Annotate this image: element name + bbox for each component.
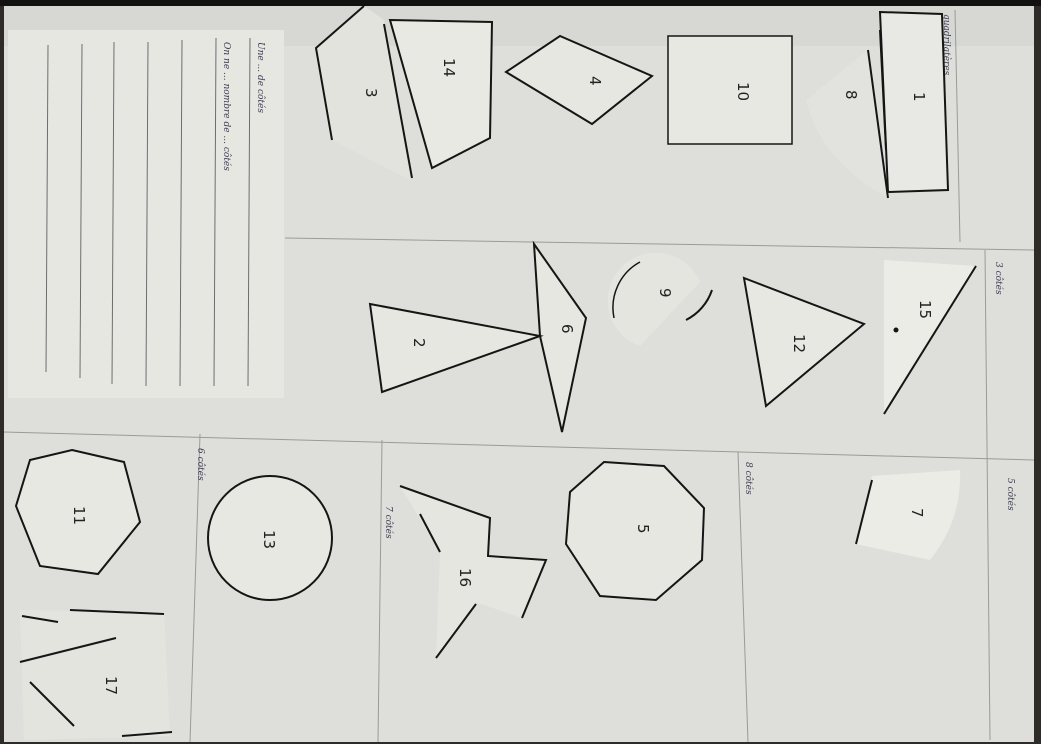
shape-17-number: 17 [102, 676, 120, 695]
shape-10 [668, 36, 792, 144]
shape-2-number: 2 [410, 338, 428, 348]
label-8-cotes: 8 côtés [743, 462, 754, 495]
shape-17 [20, 610, 170, 740]
shape-9-number: 9 [656, 288, 674, 298]
shape-14-number: 14 [440, 58, 458, 77]
top-edge [0, 0, 1041, 6]
note-line-1: Une ... de côtés [255, 42, 266, 113]
shape-1 [880, 12, 948, 192]
shape-11-number: 11 [70, 506, 88, 525]
shape-1-number: 1 [910, 92, 928, 102]
shape-5-number: 5 [634, 524, 652, 534]
shape-15-number: 15 [916, 300, 934, 319]
shape-6-number: 6 [558, 324, 576, 334]
shape-12-number: 12 [790, 334, 808, 353]
shape-4-number: 4 [586, 76, 604, 86]
shape-8-number: 8 [842, 90, 860, 100]
shape-16-number: 16 [456, 568, 474, 587]
shape-13-number: 13 [260, 530, 278, 549]
label-5-cotes: 5 côtés [1005, 478, 1016, 511]
label-7-cotes: 7 côtés [383, 506, 394, 539]
shape-10-number: 10 [734, 82, 752, 101]
shape-3-number: 3 [362, 88, 380, 98]
note-line-2: On ne ... nombre de ... côtés [221, 42, 232, 171]
label-3-cotes: 3 côtés [993, 262, 1004, 295]
shape-7-number: 7 [908, 508, 926, 518]
shape-15-dot [894, 328, 899, 333]
label-6-cotes: 6 côtés [195, 448, 206, 481]
